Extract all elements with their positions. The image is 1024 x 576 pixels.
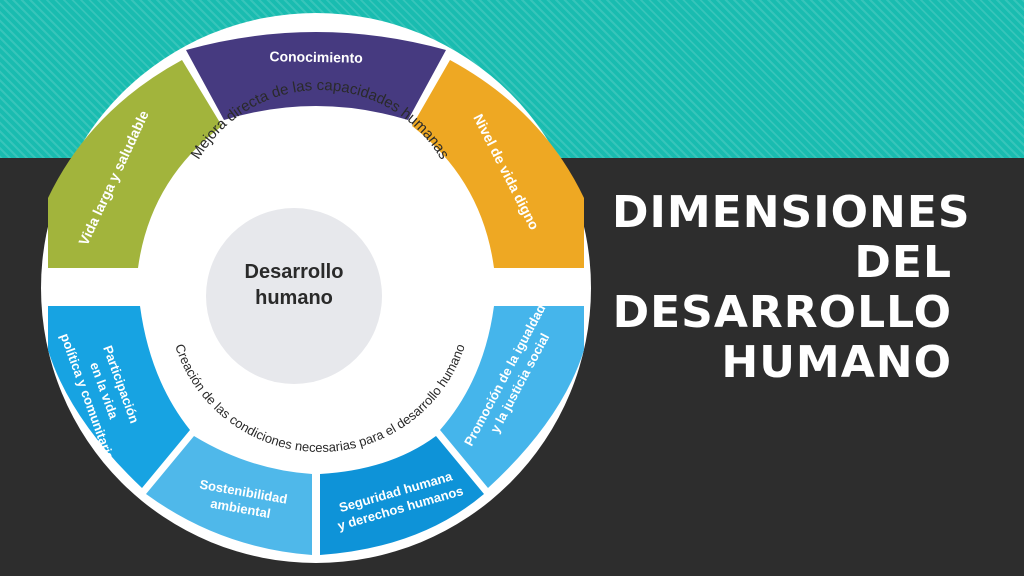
center-disc: [206, 208, 382, 384]
segment-nivel-de-vida: [412, 60, 584, 268]
segment-promocion: [440, 306, 584, 488]
segment-vida-larga: [48, 60, 222, 268]
slide-title: DIMENSIONES DEL DESARROLLO HUMANO: [612, 187, 971, 388]
title-line-1: DIMENSIONES: [612, 187, 971, 238]
segment-sostenibilidad: [146, 436, 312, 555]
conocimiento-label: Conocimiento: [269, 48, 363, 66]
title-line-2: DEL: [854, 237, 952, 288]
center-label-line-2: humano: [255, 287, 333, 309]
title-line-4: HUMANO: [721, 337, 952, 388]
segment-participacion: [48, 306, 190, 488]
title-line-3: DESARROLLO: [612, 287, 952, 338]
segment-seguridad: [320, 436, 484, 555]
segment-conocimiento: [186, 32, 446, 120]
center-label-line-1: Desarrollo: [245, 261, 344, 283]
